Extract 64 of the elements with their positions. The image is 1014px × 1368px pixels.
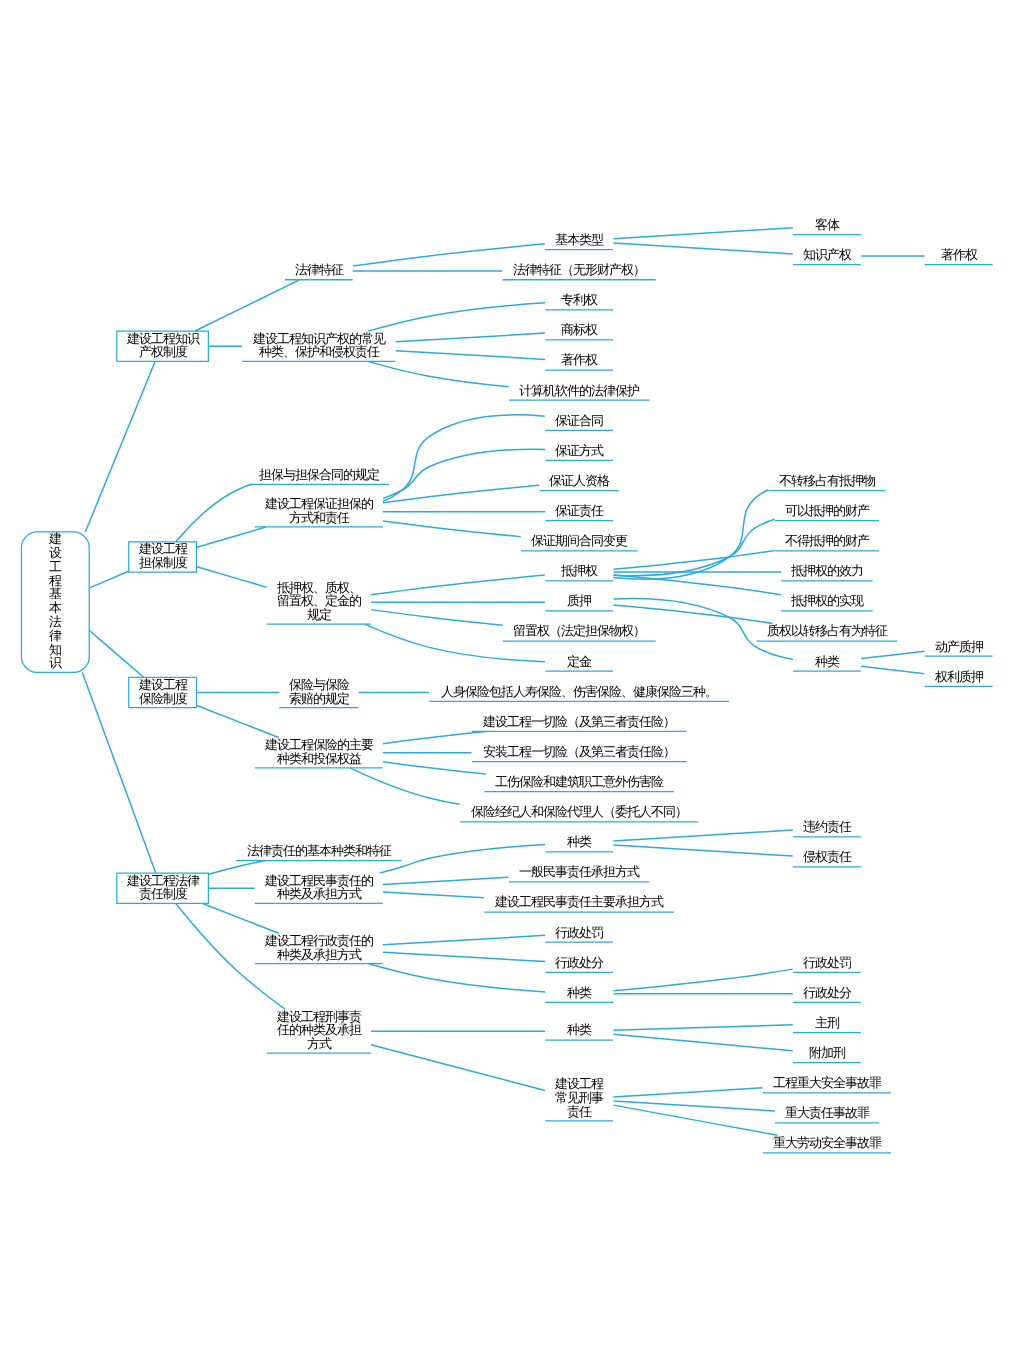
connector: [207, 858, 266, 874]
connector: [364, 622, 546, 662]
connector: [196, 525, 267, 548]
connector: [382, 510, 546, 512]
connector: [352, 242, 546, 266]
connector: [612, 603, 774, 624]
connector: [196, 703, 280, 738]
connector: [612, 828, 794, 841]
connector: [612, 843, 794, 856]
connector: [382, 751, 473, 753]
connector: [382, 875, 510, 885]
connector: [207, 886, 256, 888]
connector: [612, 1099, 776, 1111]
connector: [612, 517, 776, 576]
connector: [860, 649, 926, 659]
connector: [351, 269, 504, 271]
connector: [201, 901, 280, 934]
connector: [370, 607, 504, 625]
connector: [382, 483, 541, 503]
connector: [88, 629, 145, 677]
connector: [612, 241, 794, 254]
connector: [84, 359, 156, 532]
connector: [612, 596, 794, 660]
connector: [382, 760, 487, 774]
connector: [382, 729, 487, 744]
connector: [382, 890, 485, 898]
connector: [382, 933, 546, 945]
connector: [612, 226, 794, 239]
connector: [382, 519, 522, 537]
connector: [175, 901, 286, 1009]
connector: [612, 487, 770, 579]
connector: [612, 573, 782, 595]
connector: [612, 967, 794, 991]
connector: [88, 569, 130, 588]
connector: [194, 278, 301, 331]
connector: [81, 670, 157, 873]
connector: [349, 766, 461, 804]
connector: [394, 348, 546, 360]
connector: [612, 1086, 764, 1097]
connector: [382, 950, 546, 962]
connector: [612, 548, 776, 569]
connector: [370, 573, 546, 595]
connector: [860, 254, 926, 256]
connector: [196, 690, 280, 693]
connector: [207, 344, 243, 346]
connector: [367, 301, 546, 331]
connector: [612, 1032, 794, 1051]
connector: [612, 991, 794, 994]
connector: [357, 690, 430, 693]
connector: [370, 600, 546, 602]
connector: [196, 564, 268, 587]
connector: [382, 447, 546, 499]
connector: [612, 570, 782, 572]
connector: [367, 961, 546, 992]
connector: [367, 359, 510, 387]
connector: [370, 1029, 546, 1032]
connector: [860, 664, 926, 674]
connector: [378, 842, 546, 873]
connector: [612, 1023, 794, 1030]
connector: [612, 1103, 779, 1136]
connector: [175, 482, 253, 542]
connector: [394, 331, 546, 342]
connector: [370, 1042, 546, 1091]
connector: [382, 413, 546, 502]
